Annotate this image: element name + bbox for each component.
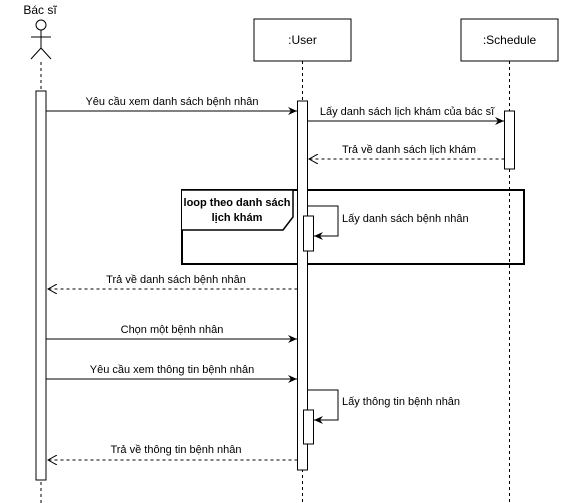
- message-return-schedule-list[interactable]: Trả về danh sách lịch khám: [309, 144, 505, 159]
- message-get-schedule-list[interactable]: Lấy danh sách lịch khám của bác sĩ: [307, 106, 505, 125]
- message-label: Trả về danh sách lịch khám: [342, 144, 476, 156]
- message-return-patient-list[interactable]: Trả về danh sách bệnh nhân: [48, 274, 298, 289]
- actor-leg-left: [30, 47, 42, 60]
- user-activation-main: [297, 100, 308, 471]
- message-select-patient[interactable]: Chọn một bệnh nhân: [46, 324, 297, 343]
- message-label: Trả về danh sách bệnh nhân: [106, 274, 246, 286]
- message-label: Trả về thông tin bệnh nhân: [110, 444, 241, 456]
- user-activation-info: [303, 409, 314, 445]
- actor-bac-si[interactable]: Bác sĩ: [23, 3, 57, 60]
- loop-title-line2: lịch khám: [212, 212, 263, 224]
- schedule-activation: [504, 110, 515, 170]
- message-get-patient-info[interactable]: Lấy thông tin bệnh nhân: [307, 389, 461, 424]
- message-label: Lấy danh sách lịch khám của bác sĩ: [320, 106, 495, 118]
- loop-label-pentagon: [182, 189, 294, 231]
- actor-head: [35, 19, 47, 31]
- loop-title-line1: loop theo danh sách: [184, 197, 291, 209]
- user-lifeline-head[interactable]: :User: [253, 18, 352, 62]
- actor-label: Bác sĩ: [23, 3, 57, 17]
- user-activation-loop: [303, 215, 314, 252]
- message-label: Yêu cầu xem danh sách bệnh nhân: [85, 96, 258, 108]
- schedule-lifeline-head[interactable]: :Schedule: [460, 18, 559, 62]
- schedule-lifeline-label: :Schedule: [483, 33, 537, 47]
- loop-fragment[interactable]: loop theo danh sách lịch khám: [181, 189, 525, 265]
- message-get-patient-list[interactable]: Lấy danh sách bệnh nhân: [307, 205, 469, 240]
- message-request-patient-list[interactable]: Yêu cầu xem danh sách bệnh nhân: [46, 96, 297, 115]
- message-label: Lấy danh sách bệnh nhân: [342, 213, 469, 225]
- user-lifeline-label: :User: [288, 33, 317, 47]
- message-request-patient-info[interactable]: Yêu cầu xem thông tin bệnh nhân: [46, 364, 297, 383]
- message-label: Lấy thông tin bệnh nhân: [342, 396, 460, 408]
- message-label: Yêu cầu xem thông tin bệnh nhân: [90, 364, 255, 376]
- message-return-patient-info[interactable]: Trả về thông tin bệnh nhân: [48, 444, 298, 460]
- actor-leg-right: [40, 47, 52, 60]
- actor-activation: [35, 90, 47, 481]
- message-label: Chọn một bệnh nhân: [121, 324, 224, 336]
